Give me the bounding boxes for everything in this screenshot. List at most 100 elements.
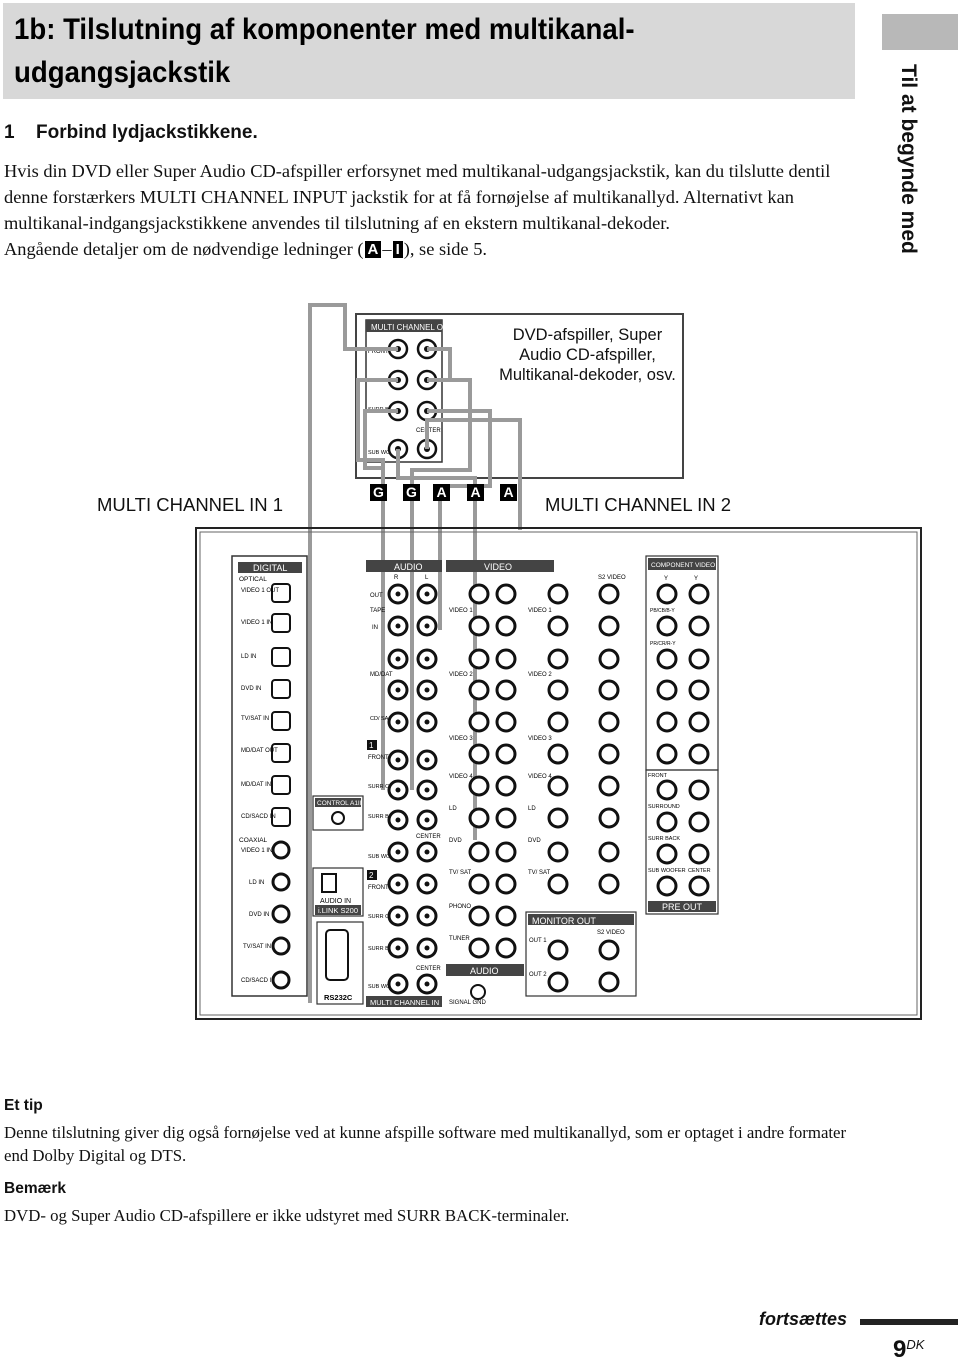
optical-label: OPTICAL xyxy=(239,576,267,583)
video3-s-video-out-jack[interactable] xyxy=(598,711,620,733)
component-jack-3[interactable] xyxy=(656,615,678,637)
video3-out-l-jack[interactable] xyxy=(495,711,517,733)
tvsat-in-l-jack[interactable] xyxy=(495,873,517,895)
video2-video-in-jack[interactable] xyxy=(547,679,569,701)
video2-in-l-jack[interactable] xyxy=(495,679,517,701)
video2-in-r-jack[interactable] xyxy=(468,679,490,701)
monitor-s-video-out1-jack[interactable] xyxy=(598,939,620,961)
component-jack-2[interactable] xyxy=(688,583,710,605)
video1-out-l-jack[interactable] xyxy=(495,583,517,605)
phono-l-jack[interactable] xyxy=(495,905,517,927)
optical-mddat-out-jack[interactable] xyxy=(271,743,291,763)
coaxial-cdsacd-in-jack[interactable] xyxy=(271,970,291,990)
pre-out-surr-back-r-jack[interactable] xyxy=(656,843,678,865)
pre-out-sub-woofer-jack[interactable] xyxy=(656,875,678,897)
ld-s-video-in-jack[interactable] xyxy=(598,807,620,829)
pre-out-front-l-jack[interactable] xyxy=(688,779,710,801)
control-a-jack[interactable] xyxy=(331,811,345,825)
tuner-r-jack[interactable] xyxy=(468,937,490,959)
rs232c-port[interactable] xyxy=(325,929,349,981)
video3-s-video-in-jack[interactable] xyxy=(598,743,620,765)
signal-gnd-terminal[interactable] xyxy=(470,984,486,1000)
ld-in-l-jack[interactable] xyxy=(495,807,517,829)
component-jack-8[interactable] xyxy=(688,679,710,701)
video3-in-l-jack[interactable] xyxy=(495,743,517,765)
ld-video-in-jack[interactable] xyxy=(547,807,569,829)
video4-in-r-jack[interactable] xyxy=(468,775,490,797)
coaxial-video1-in-jack[interactable] xyxy=(271,840,291,860)
monitor-s-video-out2-jack[interactable] xyxy=(598,971,620,993)
video3-video-out-jack[interactable] xyxy=(547,711,569,733)
dvd-in-l-jack[interactable] xyxy=(495,841,517,863)
component-jack-11[interactable] xyxy=(656,743,678,765)
pre-out-center-jack[interactable] xyxy=(688,875,710,897)
video2-video-out-jack[interactable] xyxy=(547,648,569,670)
video4-in-l-jack[interactable] xyxy=(495,775,517,797)
component-jack-6[interactable] xyxy=(688,648,710,670)
source-sub-woofer-label: SUB WOOFER xyxy=(368,450,406,456)
component-jack-9[interactable] xyxy=(656,711,678,733)
tvsat-s-video-in-jack[interactable] xyxy=(598,873,620,895)
control-a-label: CONTROL A1II xyxy=(317,800,362,807)
dvd-video-in-jack[interactable] xyxy=(547,841,569,863)
ilink-section xyxy=(312,867,364,917)
source-front-label: FRONT xyxy=(368,349,389,355)
optical-video1-out-jack[interactable] xyxy=(271,583,291,603)
optical-ld-in-jack[interactable] xyxy=(271,647,291,667)
video2-out-l-jack[interactable] xyxy=(495,648,517,670)
video3-video-in-jack[interactable] xyxy=(547,743,569,765)
optical-tvsat-in-jack[interactable] xyxy=(271,711,291,731)
tvsat-video-in-jack[interactable] xyxy=(547,873,569,895)
note-text: DVD- og Super Audio CD-afspillere er ikk… xyxy=(4,1206,570,1225)
page-number-value: 9 xyxy=(893,1336,907,1363)
multi-channel-out-panel: MULTI CHANNEL OUT FRONT SURR OUND SURR B… xyxy=(365,319,454,463)
ld-in-r-jack[interactable] xyxy=(468,807,490,829)
video2-s-video-in-jack[interactable] xyxy=(598,679,620,701)
optical-video1-in-jack[interactable] xyxy=(271,613,291,633)
tuner-l-jack[interactable] xyxy=(495,937,517,959)
component-jack-10[interactable] xyxy=(688,711,710,733)
component-jack-1[interactable] xyxy=(656,583,678,605)
component-video-jacks xyxy=(656,583,710,765)
coaxial-ld-in-jack[interactable] xyxy=(271,872,291,892)
optical-dvd-in-jack[interactable] xyxy=(271,679,291,699)
video1-out-r-jack[interactable] xyxy=(468,583,490,605)
monitor-video-out2-jack[interactable] xyxy=(547,971,569,993)
dvd-in-r-jack[interactable] xyxy=(468,841,490,863)
video1-s-video-out-jack[interactable] xyxy=(598,583,620,605)
intro-text: Hvis din DVD eller Super Audio CD-afspil… xyxy=(4,158,864,262)
optical-mddat-in-jack[interactable] xyxy=(271,775,291,795)
optical-cdsacd-in-jack[interactable] xyxy=(271,807,291,827)
video3-out-r-jack[interactable] xyxy=(468,711,490,733)
video4-video-in-jack[interactable] xyxy=(547,775,569,797)
component-jack-4[interactable] xyxy=(688,615,710,637)
video1-video-out-jack[interactable] xyxy=(547,583,569,605)
video1-in-r-jack[interactable] xyxy=(468,615,490,637)
coaxial-tvsat-in-jack[interactable] xyxy=(271,936,291,956)
pre-out-surr-back-l-jack[interactable] xyxy=(688,843,710,865)
ilink-jack[interactable] xyxy=(321,873,337,893)
component-jack-5[interactable] xyxy=(656,648,678,670)
video3-in-r-jack[interactable] xyxy=(468,743,490,765)
cable-tag-1: G xyxy=(370,484,387,501)
component-jack-7[interactable] xyxy=(656,679,678,701)
video2-s-video-out-jack[interactable] xyxy=(598,648,620,670)
video4-s-video-in-jack[interactable] xyxy=(598,775,620,797)
coaxial-dvd-in-jack[interactable] xyxy=(271,904,291,924)
video2-out-r-jack[interactable] xyxy=(468,648,490,670)
cable-reference-lead: Angående detaljer om de nødvendige ledni… xyxy=(4,239,364,259)
pre-out-surround-l-jack[interactable] xyxy=(688,811,710,833)
phono-r-jack[interactable] xyxy=(468,905,490,927)
tvsat-in-r-jack[interactable] xyxy=(468,873,490,895)
side-marker-block xyxy=(882,14,958,50)
pre-out-surround-r-jack[interactable] xyxy=(656,811,678,833)
video1-in-l-jack[interactable] xyxy=(495,615,517,637)
cable-letter-a: A xyxy=(364,241,382,258)
video1-video-in-jack[interactable] xyxy=(547,615,569,637)
dvd-s-video-in-jack[interactable] xyxy=(598,841,620,863)
monitor-video-out1-jack[interactable] xyxy=(547,939,569,961)
component-jack-12[interactable] xyxy=(688,743,710,765)
component-video-label: COMPONENT VIDEO xyxy=(651,562,715,569)
video1-s-video-in-jack[interactable] xyxy=(598,615,620,637)
pre-out-front-r-jack[interactable] xyxy=(656,779,678,801)
